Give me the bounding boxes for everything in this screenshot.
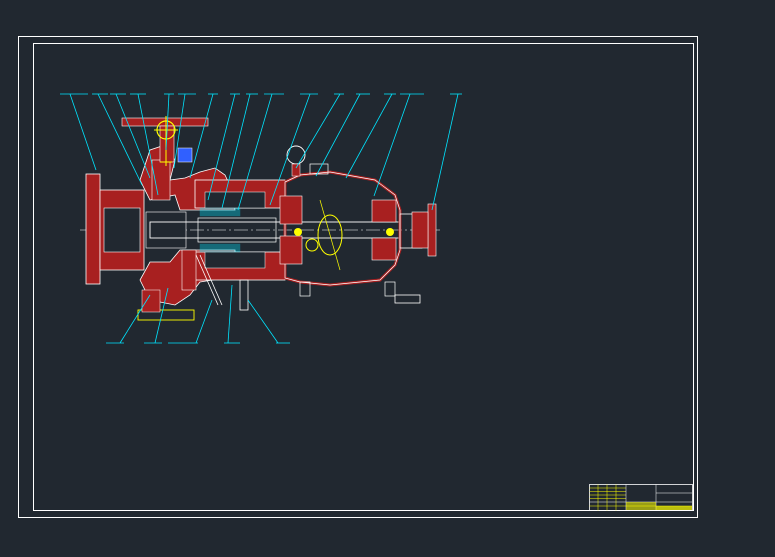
discharge-valve [121, 116, 209, 166]
leader-lines-bottom [106, 284, 290, 344]
leader-lines-top [60, 93, 462, 211]
inner-border [33, 43, 694, 511]
inlet-flange [85, 173, 145, 285]
bearing-housing [181, 179, 286, 311]
title-block [589, 484, 693, 511]
bearing-frame [279, 145, 402, 297]
outer-border [18, 36, 698, 518]
pump-assembly [85, 116, 437, 321]
coupling [399, 203, 437, 257]
base-feet [137, 289, 421, 321]
